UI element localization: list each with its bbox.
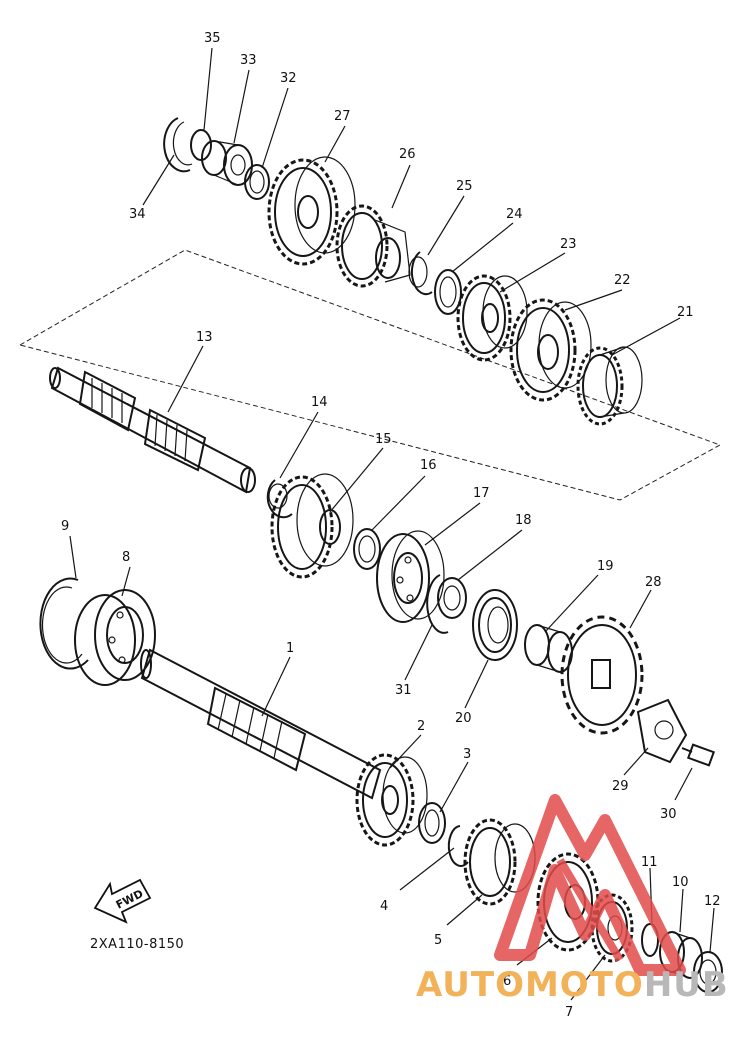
part-16-washer — [353, 528, 381, 570]
label-8: 8 — [122, 550, 130, 565]
part-25-circlip — [408, 251, 433, 296]
part-32-washer — [244, 164, 270, 200]
part-23-gear — [456, 274, 528, 362]
part-29-lock-washer — [636, 698, 688, 764]
part-3-washer — [418, 802, 446, 844]
label-25: 25 — [456, 179, 473, 194]
label-24: 24 — [506, 207, 523, 222]
part-22-gear — [509, 298, 592, 402]
label-3: 3 — [463, 747, 471, 762]
label-2: 2 — [417, 719, 425, 734]
label-27: 27 — [334, 109, 351, 124]
watermark-tail-text: HUB — [644, 965, 729, 1005]
watermark-main: AUTOMOTOHUB — [416, 965, 729, 1005]
label-28: 28 — [645, 575, 662, 590]
label-33: 33 — [240, 53, 257, 68]
label-9: 9 — [61, 519, 69, 534]
part-28-sprocket — [560, 615, 644, 735]
label-16: 16 — [420, 458, 437, 473]
label-4: 4 — [380, 899, 388, 914]
leader-lines — [69, 47, 715, 1001]
label-1: 1 — [286, 641, 294, 656]
part-31-circlip — [426, 574, 449, 634]
part-labels: 35 33 32 27 26 25 24 23 22 21 34 13 14 1… — [61, 31, 721, 1020]
part-15-gear — [270, 473, 354, 579]
label-31: 31 — [395, 683, 412, 698]
label-35: 35 — [204, 31, 221, 46]
part-18-ring — [437, 577, 467, 619]
part-2-gear — [355, 753, 428, 847]
label-6: 6 — [503, 974, 511, 989]
fwd-arrow-icon: FWD — [93, 878, 152, 924]
part-21-gear — [576, 346, 643, 426]
label-20: 20 — [455, 711, 472, 726]
label-34: 34 — [129, 207, 146, 222]
label-19: 19 — [597, 559, 614, 574]
label-26: 26 — [399, 147, 416, 162]
part-8-bearing — [74, 589, 156, 686]
part-26-gear — [335, 204, 411, 288]
part-30-bolt — [681, 743, 716, 767]
part-35-circlip — [190, 129, 212, 161]
label-23: 23 — [560, 237, 577, 252]
part-27-gear — [267, 156, 356, 266]
part-13-main-axle — [49, 366, 256, 494]
label-5: 5 — [434, 933, 442, 948]
label-13: 13 — [196, 330, 213, 345]
watermark-main-text: AUTOMOTO — [416, 965, 644, 1005]
part-4-circlip — [447, 825, 469, 867]
automotohub-logo-icon — [494, 794, 686, 976]
label-7: 7 — [565, 1005, 573, 1020]
label-17: 17 — [473, 486, 490, 501]
label-29: 29 — [612, 779, 629, 794]
part-1-drive-axle — [140, 648, 382, 800]
part-24-washer — [434, 269, 462, 315]
label-32: 32 — [280, 71, 297, 86]
part-20-oil-seal — [472, 589, 518, 661]
label-15: 15 — [375, 432, 392, 447]
label-21: 21 — [677, 305, 694, 320]
label-14: 14 — [311, 395, 328, 410]
part-11-circlip — [641, 923, 659, 957]
part-9-circlip — [39, 577, 89, 670]
main-axle-group-outline — [18, 249, 722, 501]
label-18: 18 — [515, 513, 532, 528]
part-33-bearing — [201, 140, 253, 186]
label-11: 11 — [641, 855, 658, 870]
part-14-circlip — [266, 479, 293, 519]
part-12-seal — [693, 951, 723, 993]
diagram-code: 2XA110-8150 — [90, 937, 184, 952]
part-34-circlip — [163, 117, 193, 173]
label-10: 10 — [672, 875, 689, 890]
label-30: 30 — [660, 807, 677, 822]
part-17-bearing — [376, 530, 445, 623]
label-22: 22 — [614, 273, 631, 288]
label-12: 12 — [704, 894, 721, 909]
